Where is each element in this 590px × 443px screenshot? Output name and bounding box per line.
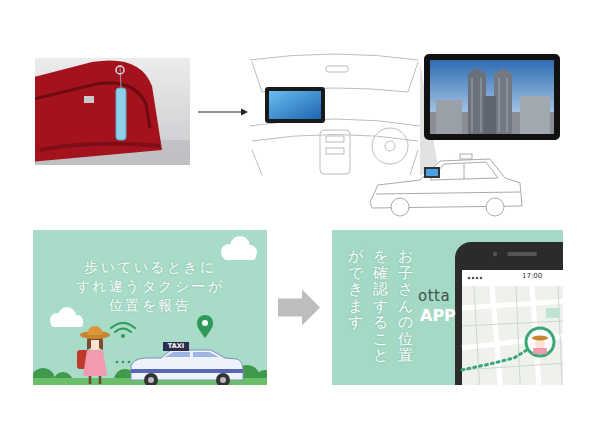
tablet [265,87,325,123]
panel-text: お子さんの位置を確認することができます [346,248,413,365]
tablet-large [424,54,560,140]
flow-arrow [198,111,242,112]
clock-time: 17:00 [522,272,542,280]
taxi-sign: TAXI [163,342,189,351]
logo-text: otta [418,287,450,305]
car-interior-sketch [250,54,420,175]
info-panel: 歩いているときに すれ違うタクシーが 位置を報告 [33,230,267,385]
panel-text: 歩いているときに すれ違うタクシーが 位置を報告 [59,258,241,315]
taxi-sketch [370,154,522,216]
block-arrow [278,290,320,326]
app-text: APP [420,306,456,325]
arrow-head [241,109,248,116]
tablet-small [424,167,440,178]
bag-photo [35,58,190,165]
